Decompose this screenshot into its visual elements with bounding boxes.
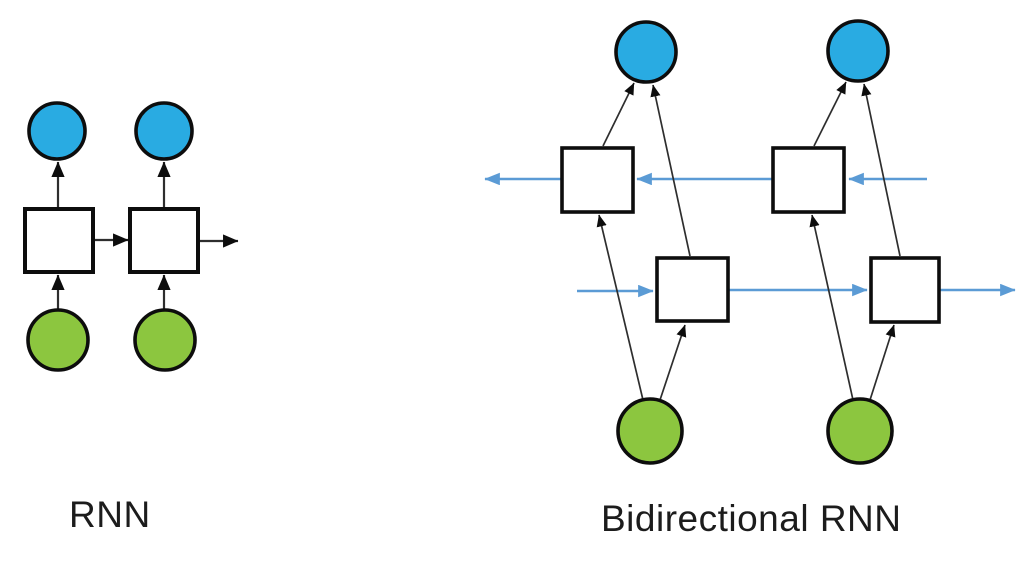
- birnn-input-node-2: [826, 397, 894, 465]
- rnn-output-node-1: [27, 101, 87, 161]
- birnn-backward-to-output-arrow-2: [813, 81, 847, 147]
- rnn-diagram: [23, 101, 239, 372]
- birnn-backward-node-2: [771, 146, 846, 214]
- birnn-backward-node-1: [560, 146, 635, 214]
- birnn-input-to-backward-arrow-2: [809, 214, 854, 401]
- birnn-forward-node-2: [869, 256, 941, 324]
- birnn-output-node-2: [826, 19, 890, 83]
- bidirectional-rnn-diagram: [484, 19, 1016, 465]
- birnn-input-to-forward-arrow-2: [869, 324, 896, 401]
- bidirectional-rnn-caption: Bidirectional RNN: [601, 498, 902, 539]
- birnn-forward-node-1: [655, 256, 730, 323]
- birnn-output-node-1: [614, 20, 678, 84]
- rnn-hidden-node-2: [128, 207, 200, 274]
- birnn-forward-to-output-arrow-1: [650, 84, 691, 257]
- rnn-input-node-1: [26, 308, 90, 372]
- birnn-input-to-backward-arrow-1: [596, 214, 644, 401]
- birnn-backward-to-output-arrow-1: [602, 82, 635, 147]
- rnn-caption: RNN: [69, 494, 151, 535]
- rnn-output-node-2: [134, 101, 194, 161]
- birnn-forward-to-output-arrow-2: [861, 83, 901, 257]
- birnn-input-node-1: [616, 397, 684, 465]
- birnn-input-to-forward-arrow-1: [659, 324, 687, 401]
- rnn-hidden-node-1: [23, 207, 95, 274]
- rnn-input-node-2: [133, 308, 197, 372]
